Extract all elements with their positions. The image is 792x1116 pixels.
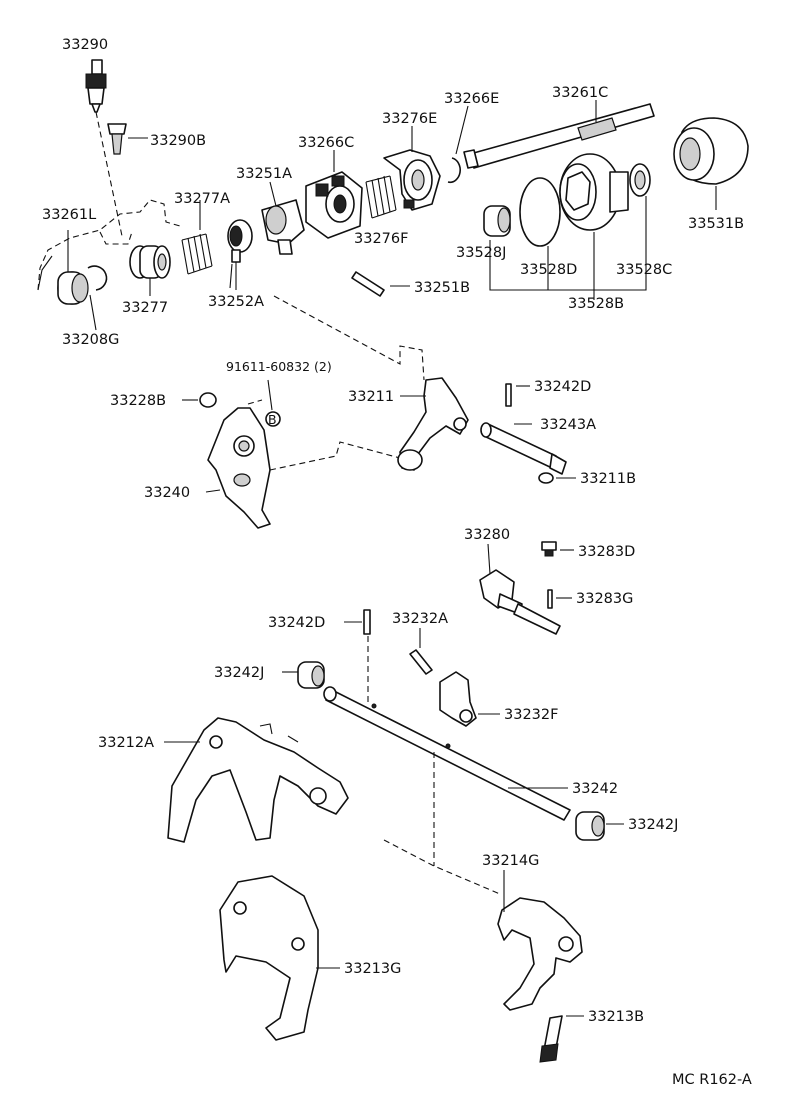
part-33276e-cam xyxy=(383,149,441,211)
label-33242d-b: 33242D xyxy=(268,615,325,631)
label-33276f: 33276F xyxy=(354,231,408,247)
part-33251b-pin xyxy=(351,271,385,297)
marker-b-circle xyxy=(265,411,281,427)
label-33252a: 33252A xyxy=(208,294,264,310)
part-33528c-seal xyxy=(629,163,651,197)
part-33240-lever xyxy=(207,407,271,529)
label-33242: 33242 xyxy=(572,781,618,797)
label-33211b: 33211B xyxy=(580,471,636,487)
part-33251a-gear xyxy=(227,219,253,263)
part-33213g-fork xyxy=(219,875,319,1041)
diagram-code: MC R162-A xyxy=(672,1072,752,1088)
part-33242d-pin-b xyxy=(363,609,371,635)
part-33528j-bushing xyxy=(483,205,511,237)
part-33266e-ring xyxy=(447,157,461,184)
part-33243a-shaft xyxy=(480,422,567,475)
marker-b-letter: B xyxy=(268,412,277,427)
part-33277a-spring xyxy=(181,233,213,275)
label-33528c: 33528C xyxy=(616,262,672,278)
label-33228b: 33228B xyxy=(110,393,166,409)
label-33232f: 33232F xyxy=(504,707,558,723)
label-33290: 33290 xyxy=(62,37,108,53)
part-33211b-pin xyxy=(538,472,554,484)
part-33277-bushing xyxy=(129,245,171,279)
part-33261l-bushing xyxy=(57,271,89,305)
labels: 33290 33290B 33266E 33261C 33276E 33266C… xyxy=(42,37,752,1088)
label-33240: 33240 xyxy=(144,485,190,501)
label-33242d-a: 33242D xyxy=(534,379,591,395)
label-33280: 33280 xyxy=(464,527,510,543)
label-33277: 33277 xyxy=(122,300,168,316)
part-33213b-bolt xyxy=(539,1015,563,1063)
part-33232a-pin xyxy=(409,649,433,675)
label-33528d: 33528D xyxy=(520,262,577,278)
label-33276e: 33276E xyxy=(382,111,437,127)
part-33261c-shaft xyxy=(463,103,655,169)
part-33228b-nut xyxy=(199,392,217,408)
label-33213b: 33213B xyxy=(588,1009,644,1025)
label-33213g: 33213G xyxy=(344,961,401,977)
label-33214g: 33214G xyxy=(482,853,539,869)
label-33528j: 33528J xyxy=(456,245,506,261)
label-33531b: 33531B xyxy=(688,216,744,232)
part-33266c-gear xyxy=(261,199,305,255)
part-33261l-housing xyxy=(37,199,181,291)
part-33242j-bushing-b xyxy=(575,811,605,841)
part-33290b-plug xyxy=(107,123,127,155)
part-33212a-fork xyxy=(167,717,349,843)
part-33242j-bushing-a xyxy=(297,661,325,689)
part-33211-arm xyxy=(397,377,469,471)
label-33528b: 33528B xyxy=(568,296,624,312)
part-33283d-bolt xyxy=(541,541,557,557)
part-33266c-block xyxy=(305,171,363,239)
part-33531b-boot xyxy=(673,117,749,185)
part-33208g-clip xyxy=(87,265,108,291)
label-33261c: 33261C xyxy=(552,85,608,101)
label-33283g: 33283G xyxy=(576,591,633,607)
label-33290b: 33290B xyxy=(150,133,206,149)
label-91611-60832: 91611-60832 (2) xyxy=(226,359,332,374)
label-33212a: 33212A xyxy=(98,735,154,751)
part-33528b-gear xyxy=(559,153,629,231)
label-33251b: 33251B xyxy=(414,280,470,296)
label-33232a: 33232A xyxy=(392,611,448,627)
part-33528d-oring xyxy=(519,177,561,247)
label-33242j-b: 33242J xyxy=(628,817,678,833)
label-33266c: 33266C xyxy=(298,135,354,151)
part-33283g-pin xyxy=(547,589,553,609)
part-33232f-plate xyxy=(439,671,477,727)
part-33290-sensor xyxy=(85,59,107,113)
label-33211: 33211 xyxy=(348,389,394,405)
label-33242j-a: 33242J xyxy=(214,665,264,681)
label-33266e: 33266E xyxy=(444,91,499,107)
label-33277a: 33277A xyxy=(174,191,230,207)
label-33261l: 33261L xyxy=(42,207,96,223)
part-33280-selector xyxy=(479,569,561,635)
part-33242d-pin-a xyxy=(505,383,512,407)
label-33251a: 33251A xyxy=(236,166,292,182)
label-33243a: 33243A xyxy=(540,417,596,433)
part-33214g-fork xyxy=(497,897,583,1011)
part-33276f-spring xyxy=(365,175,397,219)
label-33208g: 33208G xyxy=(62,332,119,348)
label-33283d: 33283D xyxy=(578,544,635,560)
